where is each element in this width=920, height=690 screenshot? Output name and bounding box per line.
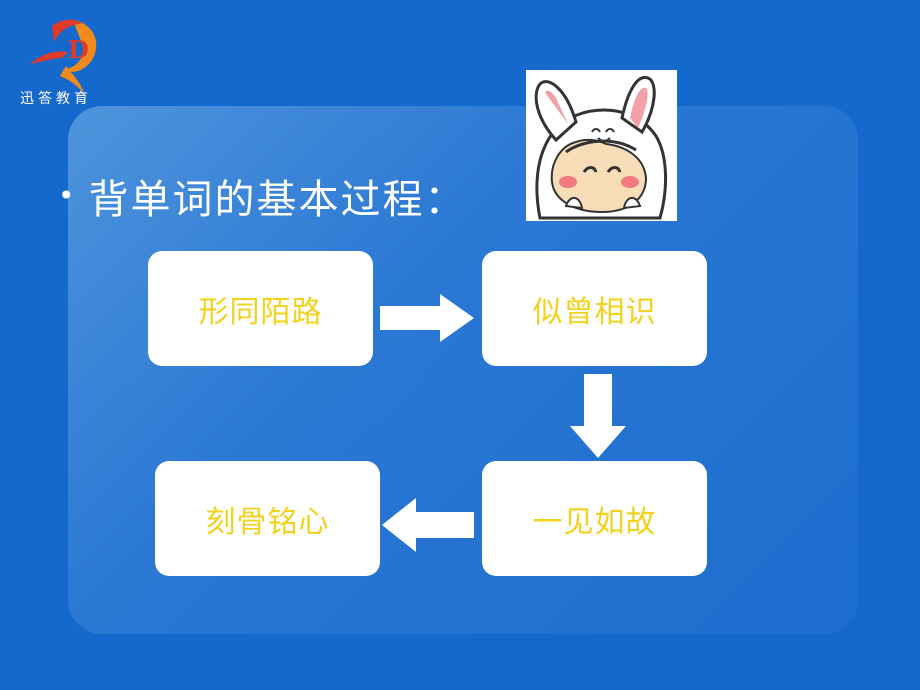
arrow-left-icon	[382, 498, 474, 552]
brand-name: 迅答教育	[20, 91, 92, 107]
svg-text:D: D	[68, 35, 89, 64]
step-box-3: 一见如故	[482, 461, 707, 576]
logo-mark-icon: D	[30, 19, 97, 94]
step-box-1: 形同陌路	[148, 251, 373, 366]
slide-heading: • 背单词的基本过程：	[58, 166, 467, 226]
heading-text: 背单词的基本过程：	[88, 177, 467, 223]
bunny-icon	[534, 75, 668, 220]
bullet-point: •	[58, 179, 75, 212]
step-box-2: 似曾相识	[482, 251, 707, 366]
arrow-down-icon	[570, 374, 626, 458]
step-box-4: 刻骨铭心	[155, 461, 380, 576]
bunny-illustration	[526, 70, 677, 221]
arrow-right-icon	[380, 294, 474, 342]
brand-logo: D	[22, 14, 122, 109]
